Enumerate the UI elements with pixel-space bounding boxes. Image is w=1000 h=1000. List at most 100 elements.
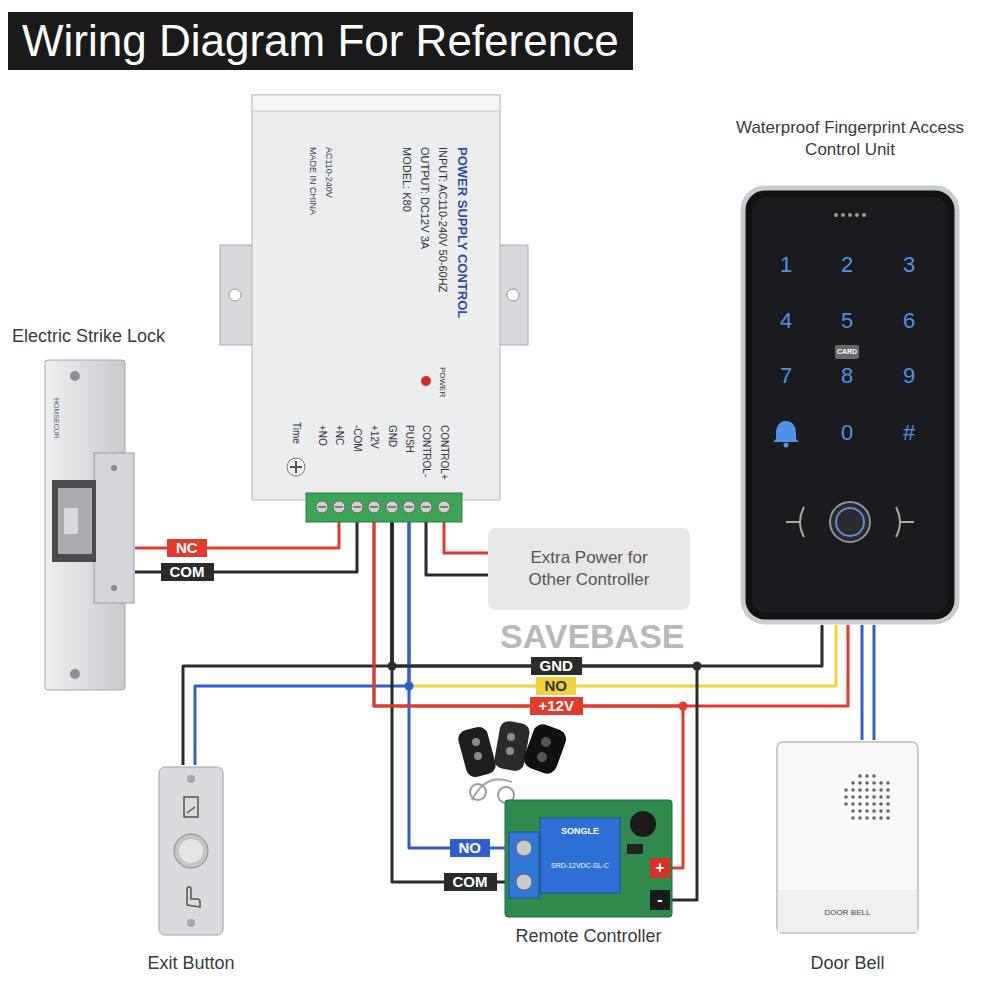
- remote-receiver-outline-part: [627, 844, 643, 854]
- exit-button-outline-part: [184, 797, 198, 817]
- exit-button-outline-part: [179, 839, 203, 863]
- polarity-sign: +: [650, 858, 670, 878]
- remote-fobs-part: [472, 738, 480, 746]
- terminal-label: PUSH: [403, 425, 415, 453]
- exit-button-outline-part: [187, 807, 195, 813]
- access-control-unit-outline-part: [752, 197, 948, 613]
- access-control-unit-outline-part: [743, 188, 957, 622]
- power-supply-outline-part: [421, 376, 431, 386]
- door-bell-outline-part: [886, 795, 890, 799]
- door-bell-outline-part: [858, 816, 862, 820]
- junction-dots-part: [388, 662, 397, 671]
- wire-tag: NO: [536, 677, 577, 695]
- remote-fobs-part: [456, 725, 497, 779]
- remote-receiver-outline-part: [540, 818, 620, 893]
- door-bell-outline-part: [886, 802, 890, 806]
- door-bell-outline-part: [886, 781, 890, 785]
- wire: [135, 522, 339, 548]
- exit-button-outline: [157, 765, 225, 937]
- remote-fobs-part: [521, 722, 569, 777]
- door-bell-outline-part: [886, 788, 890, 792]
- strike-lock-outline-part: [58, 488, 92, 554]
- brand-text: HOMSECUR: [52, 398, 60, 439]
- node-heading: Door Bell: [765, 952, 930, 974]
- remote-receiver-outline: [505, 800, 672, 917]
- relay-model: SRD-12VDC-SL-C: [540, 862, 620, 870]
- power-supply-outline-part: [353, 506, 361, 508]
- door-bell-outline-part: [844, 795, 848, 799]
- door-bell-outline-part: [844, 802, 848, 806]
- door-bell-outline-part: [851, 802, 855, 806]
- access-control-unit-outline-part: [784, 443, 789, 448]
- key-digit: 0: [832, 420, 862, 446]
- terminal-label: GND: [386, 425, 398, 447]
- exit-button-outline-part: [174, 834, 208, 868]
- access-control-unit-outline-part: [848, 213, 852, 217]
- node-heading: Exit Button: [127, 952, 255, 974]
- remote-fobs-part: [474, 752, 482, 760]
- node-heading: Waterproof Fingerprint Access Control Un…: [730, 117, 970, 161]
- remote-receiver-outline-part: [650, 890, 670, 910]
- power-supply-outline-part: [368, 501, 380, 513]
- door-bell-outline-part: [879, 788, 883, 792]
- wire-tag: COM: [444, 873, 497, 891]
- power-supply-outline-part: [318, 506, 326, 508]
- door-bell-outline-part: [851, 795, 855, 799]
- exit-button-outline-part: [187, 919, 195, 927]
- door-bell-outline-part: [844, 788, 848, 792]
- door-bell-outline-part: [879, 781, 883, 785]
- access-control-unit-outline-part: [855, 213, 859, 217]
- wire-tag: GND: [531, 657, 582, 675]
- note-text: Extra Power for Other Controller: [508, 547, 670, 591]
- wire: [873, 625, 876, 740]
- strike-lock: Electric Strike LockHOMSECUR: [42, 358, 135, 692]
- strike-lock-outline-part: [70, 669, 80, 679]
- strike-lock-outline-part: [111, 465, 117, 471]
- wire: [861, 625, 864, 740]
- watermark: SAVEBASE: [500, 616, 685, 657]
- terminal-label: -COM: [351, 425, 363, 452]
- door-bell-outline-part: [858, 788, 862, 792]
- access-control-unit-outline-part: [830, 502, 870, 542]
- door-bell-outline-part: [886, 809, 890, 813]
- door-bell-outline-part: [851, 788, 855, 792]
- remote-fobs-part: [472, 779, 512, 800]
- door-bell-outline-part: [851, 816, 855, 820]
- wire: [183, 522, 392, 765]
- junction-dots-part: [693, 662, 702, 671]
- power-supply-outline: [220, 95, 528, 522]
- access-control-unit-outline-part: [841, 213, 845, 217]
- access-control-unit-outline-part: [900, 521, 914, 523]
- relay-brand: SONGLE: [540, 826, 620, 837]
- door-bell-outline-part: [879, 802, 883, 806]
- door-bell-outline-part: [879, 795, 883, 799]
- key-digit: 2: [832, 252, 862, 278]
- power-supply-outline-part: [507, 289, 519, 301]
- spec-text: AC110-240V: [323, 147, 334, 198]
- exit-button-outline-part: [159, 767, 223, 935]
- wire: [444, 522, 488, 553]
- device-marking: DOOR BELL: [775, 908, 920, 918]
- remote-fobs: [456, 720, 569, 803]
- terminal-label: CONTROL+: [438, 425, 450, 480]
- power-supply-outline-part: [220, 245, 256, 345]
- polarity-sign: -: [650, 890, 670, 910]
- key-digit: 7: [771, 363, 801, 389]
- remote-receiver-outline-part: [516, 874, 532, 890]
- strike-lock-outline-part: [64, 508, 78, 534]
- extra-power-note: Extra Power for Other Controller: [488, 528, 690, 610]
- junction-dots-part: [679, 702, 688, 711]
- remote-receiver-outline-part: [505, 800, 672, 917]
- power-supply-outline-part: [422, 506, 430, 508]
- power-supply-outline-part: [333, 501, 345, 513]
- exit-button-outline-part: [187, 887, 200, 907]
- door-bell-outline-part: [865, 774, 869, 778]
- spec-text: MADE IN CHINA: [307, 147, 318, 215]
- strike-lock-outline-part: [111, 585, 117, 591]
- door-bell-outline-part: [872, 781, 876, 785]
- terminal-label: CONTROL-: [420, 425, 432, 477]
- door-bell-outline-part: [865, 795, 869, 799]
- door-bell-outline-part: [865, 816, 869, 820]
- remote-receiver-outline-part: [509, 832, 539, 898]
